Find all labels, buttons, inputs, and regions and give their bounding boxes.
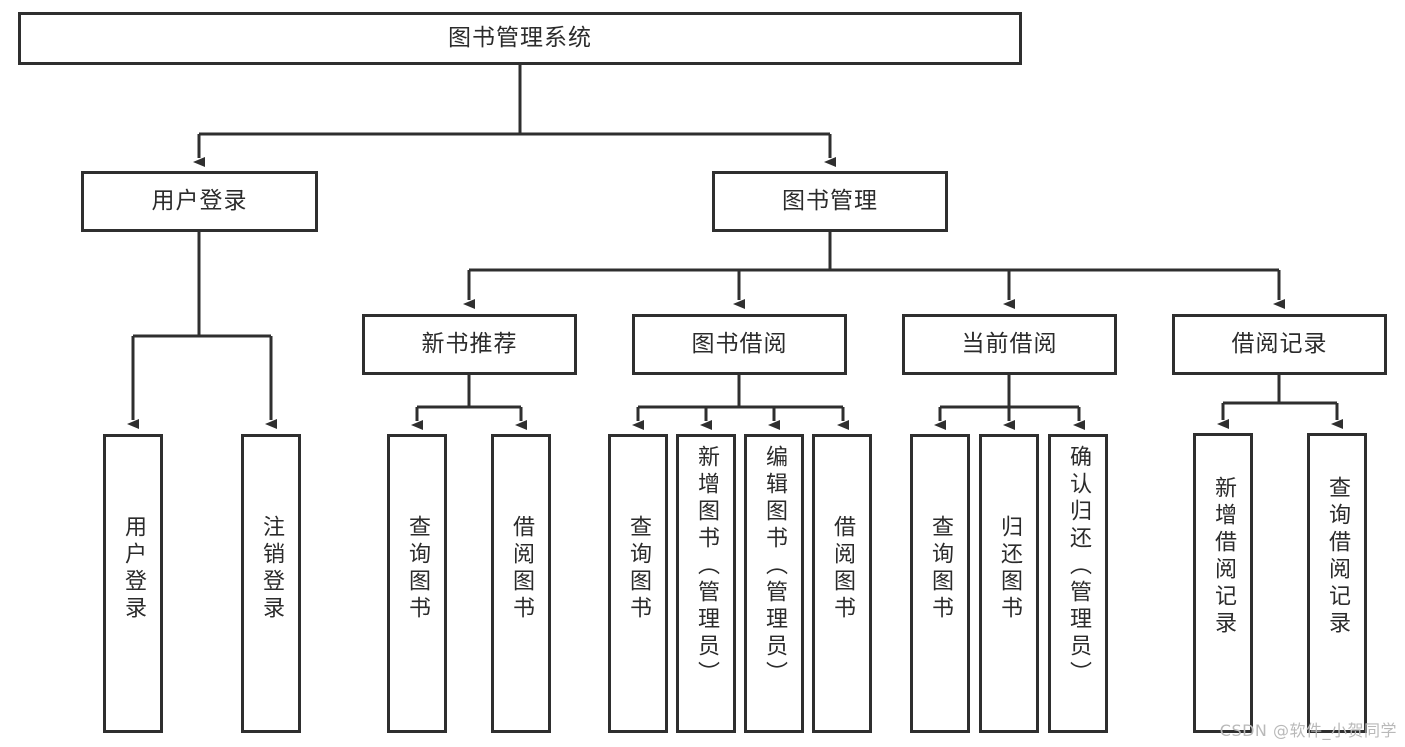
node-label: 当前借阅 (961, 330, 1058, 357)
node-label: 借阅图书 (830, 515, 855, 623)
leaf-borrow-record-query[interactable]: 查询借阅记录 (1307, 433, 1367, 733)
node-label: 确认归还（管理员） (1066, 445, 1091, 688)
node-label: 借阅图书 (509, 515, 534, 623)
leaf-new-book-query[interactable]: 查询图书 (387, 434, 447, 733)
leaf-book-borrow-query[interactable]: 查询图书 (608, 434, 668, 733)
node-user-login[interactable]: 用户登录 (81, 171, 318, 232)
node-new-book-recommend[interactable]: 新书推荐 (362, 314, 577, 375)
node-label: 图书借阅 (691, 330, 788, 357)
leaf-current-borrow-confirm[interactable]: 确认归还（管理员） (1048, 434, 1108, 733)
leaf-book-borrow-borrow[interactable]: 借阅图书 (812, 434, 872, 733)
leaf-user-login-login[interactable]: 用户登录 (103, 434, 163, 733)
node-label: 查询借阅记录 (1325, 476, 1350, 638)
node-label: 新增借阅记录 (1211, 476, 1236, 638)
node-label: 用户登录 (121, 515, 146, 623)
node-book-borrow[interactable]: 图书借阅 (632, 314, 847, 375)
node-label: 查询图书 (405, 515, 430, 623)
node-label: 编辑图书（管理员） (762, 445, 787, 688)
node-label: 注销登录 (259, 515, 284, 623)
node-book-management[interactable]: 图书管理 (712, 171, 948, 232)
leaf-user-login-logout[interactable]: 注销登录 (241, 434, 301, 733)
node-label: 归还图书 (997, 515, 1022, 623)
node-root-system[interactable]: 图书管理系统 (18, 12, 1022, 65)
node-label: 查询图书 (626, 515, 651, 623)
node-label: 借阅记录 (1231, 330, 1328, 357)
leaf-book-borrow-edit[interactable]: 编辑图书（管理员） (744, 434, 804, 733)
leaf-current-borrow-query[interactable]: 查询图书 (910, 434, 970, 733)
node-label: 用户登录 (151, 187, 248, 214)
leaf-current-borrow-return[interactable]: 归还图书 (979, 434, 1039, 733)
node-label: 查询图书 (928, 515, 953, 623)
node-borrow-record[interactable]: 借阅记录 (1172, 314, 1387, 375)
node-label: 图书管理系统 (448, 24, 592, 51)
leaf-new-book-borrow[interactable]: 借阅图书 (491, 434, 551, 733)
node-label: 图书管理 (782, 187, 878, 214)
leaf-borrow-record-add[interactable]: 新增借阅记录 (1193, 433, 1253, 733)
node-current-borrow[interactable]: 当前借阅 (902, 314, 1117, 375)
leaf-book-borrow-add[interactable]: 新增图书（管理员） (676, 434, 736, 733)
node-label: 新书推荐 (421, 330, 518, 357)
node-label: 新增图书（管理员） (694, 445, 719, 688)
